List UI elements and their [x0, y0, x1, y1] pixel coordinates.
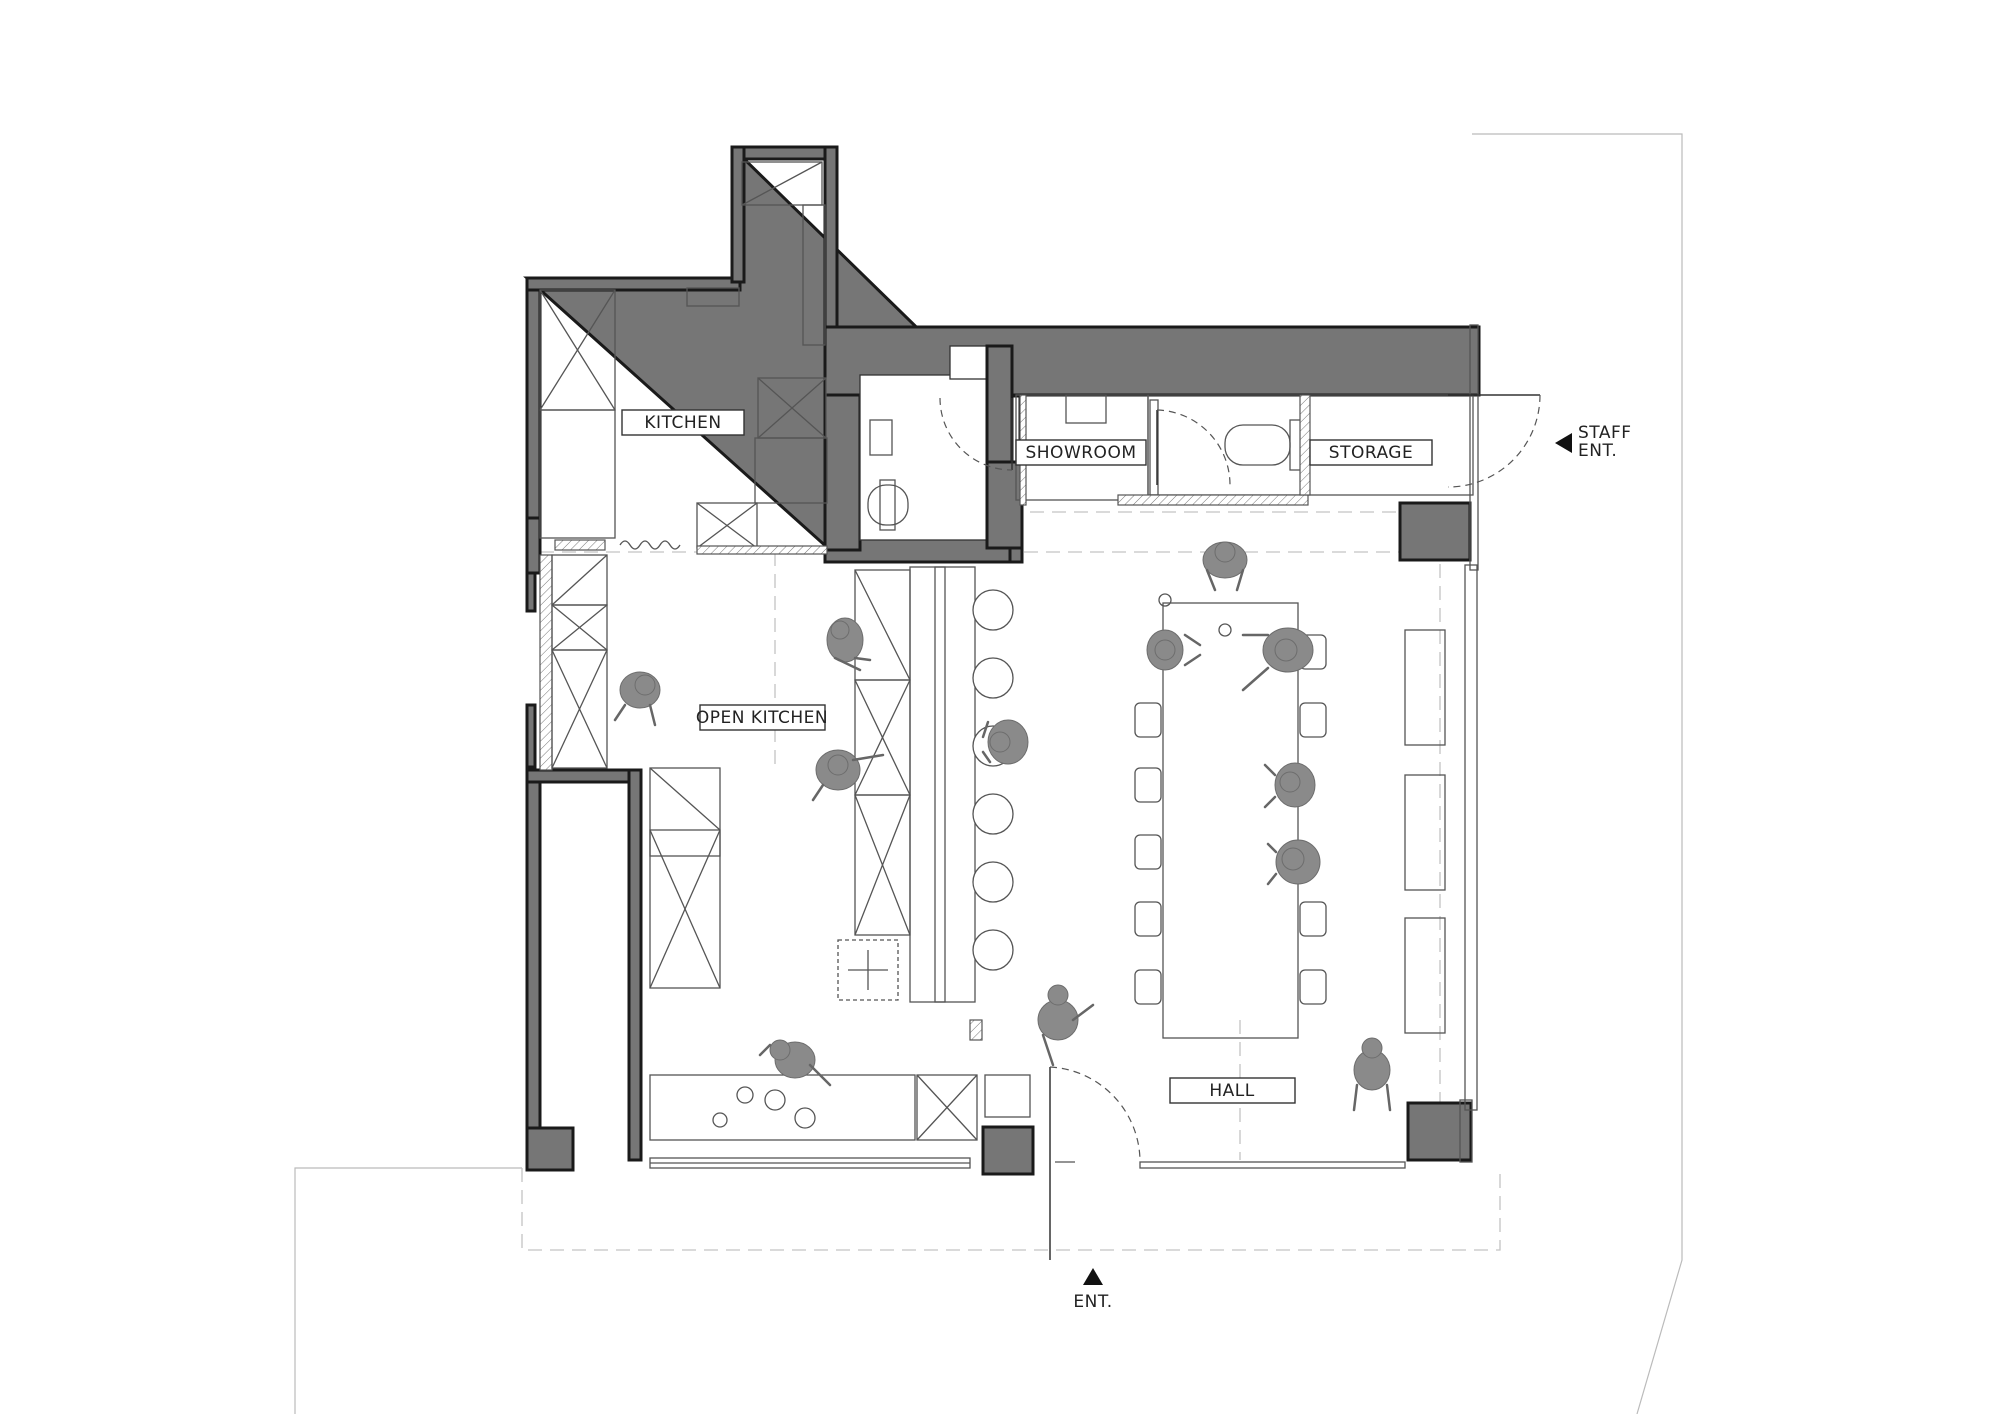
bar-stools	[972, 589, 1014, 971]
staff-entrance-marker: STAFF ENT.	[1555, 423, 1632, 461]
people	[613, 541, 1392, 1112]
person	[1146, 629, 1202, 671]
label-open-kitchen-text: OPEN KITCHEN	[696, 708, 828, 728]
communal-table	[1162, 602, 1299, 1039]
person	[1263, 762, 1316, 809]
person	[1241, 627, 1314, 692]
person	[1037, 984, 1095, 1067]
doors	[939, 394, 1541, 1260]
label-open-kitchen: OPEN KITCHEN	[696, 704, 828, 731]
person	[981, 719, 1029, 765]
tableware	[712, 593, 1232, 1129]
label-hall-text: HALL	[1209, 1081, 1254, 1101]
front-glazing	[649, 1157, 1406, 1169]
site-outline	[294, 133, 1683, 1414]
label-storage: STORAGE	[1309, 439, 1433, 466]
person	[811, 749, 885, 802]
kitchen-fixtures	[539, 161, 828, 555]
main-entrance-label: ENT.	[1073, 1292, 1112, 1312]
ceiling-grid-lines	[540, 511, 1470, 1160]
person	[1202, 541, 1248, 592]
staff-entrance-label-line1: STAFF	[1578, 423, 1632, 443]
label-kitchen: KITCHEN	[621, 409, 745, 436]
person	[613, 671, 661, 727]
main-entrance-arrow-icon	[1083, 1268, 1103, 1285]
main-entrance-marker: ENT.	[1073, 1268, 1112, 1312]
label-kitchen-text: KITCHEN	[644, 413, 721, 433]
columns	[981, 501, 1473, 1176]
staff-entrance-arrow-icon	[1555, 433, 1572, 453]
wall-benches	[1404, 629, 1446, 1034]
label-showroom: SHOWROOM	[1015, 439, 1147, 466]
person	[1352, 1037, 1392, 1112]
person	[758, 1039, 832, 1087]
label-storage-text: STORAGE	[1329, 443, 1413, 463]
open-kitchen-counters	[539, 554, 1031, 1141]
label-showroom-text: SHOWROOM	[1025, 443, 1136, 463]
label-hall: HALL	[1169, 1077, 1296, 1104]
person	[1266, 839, 1321, 886]
staff-entrance-label-line2: ENT.	[1578, 441, 1617, 461]
walls	[523, 145, 1481, 1172]
person	[826, 617, 872, 672]
chairs	[1134, 634, 1327, 1005]
